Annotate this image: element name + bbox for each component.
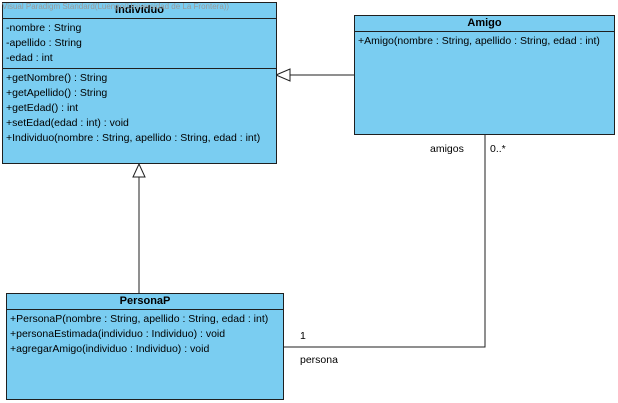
operations-compartment: +Amigo(nombre : String, apellido : Strin… bbox=[355, 32, 614, 51]
role-label-persona: persona bbox=[300, 354, 338, 366]
attribute-nombre[interactable]: -nombre : String bbox=[6, 22, 82, 34]
class-individuo[interactable]: Individuo -nombre : String -apellido : S… bbox=[2, 2, 277, 164]
operation-set-edad[interactable]: +setEdad(edad : int) : void bbox=[6, 117, 129, 129]
multiplicity-label-persona: 1 bbox=[300, 330, 306, 342]
operation-personap-constructor[interactable]: +PersonaP(nombre : String, apellido : St… bbox=[10, 313, 269, 325]
attribute-edad[interactable]: -edad : int bbox=[6, 52, 53, 64]
generalization-personap-arrowhead bbox=[132, 162, 146, 178]
attribute-apellido[interactable]: -apellido : String bbox=[6, 37, 82, 49]
operation-get-apellido[interactable]: +getApellido() : String bbox=[6, 87, 108, 99]
role-label-amigos: amigos bbox=[430, 143, 464, 155]
operations-compartment: +getNombre() : String +getApellido() : S… bbox=[3, 69, 276, 148]
operation-amigo-constructor[interactable]: +Amigo(nombre : String, apellido : Strin… bbox=[358, 35, 600, 47]
operations-compartment: +PersonaP(nombre : String, apellido : St… bbox=[7, 310, 283, 359]
operation-individuo-constructor[interactable]: +Individuo(nombre : String, apellido : S… bbox=[6, 132, 261, 144]
class-name-amigo: Amigo bbox=[355, 16, 614, 32]
operation-agregar-amigo[interactable]: +agregarAmigo(individuo : Individuo) : v… bbox=[10, 343, 210, 355]
association-line[interactable] bbox=[284, 135, 486, 348]
operation-get-nombre[interactable]: +getNombre() : String bbox=[6, 72, 108, 84]
class-amigo[interactable]: Amigo +Amigo(nombre : String, apellido :… bbox=[354, 15, 615, 135]
watermark-text: Visual Paradigm Standard(Luengo(Universi… bbox=[2, 2, 230, 11]
operation-get-edad[interactable]: +getEdad() : int bbox=[6, 102, 79, 114]
operation-persona-estimada[interactable]: +personaEstimada(individuo : Individuo) … bbox=[10, 328, 226, 340]
class-name-personap: PersonaP bbox=[7, 294, 283, 310]
class-name-individuo: Individuo bbox=[3, 3, 276, 19]
generalization-amigo-arrowhead bbox=[274, 68, 291, 82]
class-personap[interactable]: PersonaP +PersonaP(nombre : String, apel… bbox=[6, 293, 284, 400]
attributes-compartment: -nombre : String -apellido : String -eda… bbox=[3, 19, 276, 69]
multiplicity-label-amigos: 0..* bbox=[490, 143, 506, 155]
